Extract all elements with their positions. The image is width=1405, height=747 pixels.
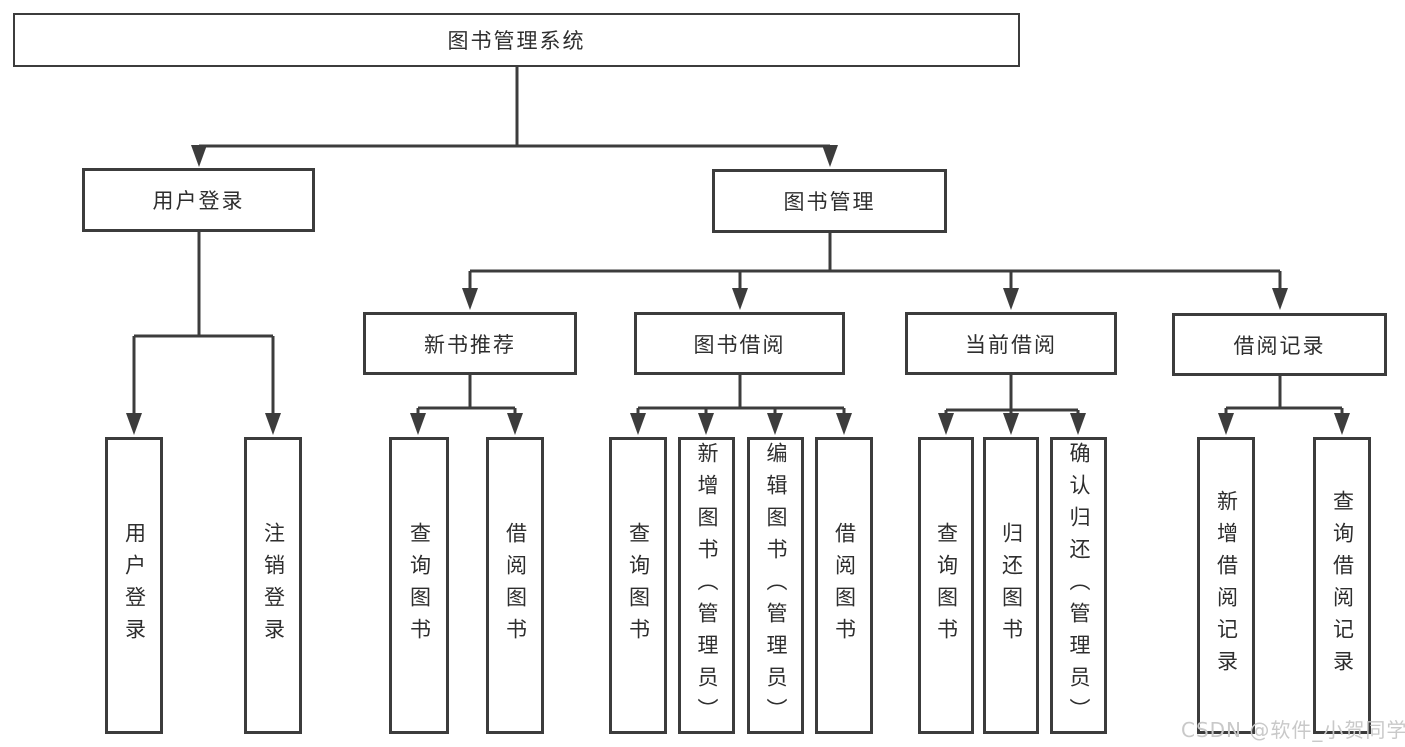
csdn-watermark: CSDN @软件_小贺同学	[1181, 718, 1405, 742]
arrowhead-bb-edit-books	[767, 413, 783, 435]
leaf-bb-add-books-admin: 新增图书（管理员）	[678, 437, 735, 734]
node-new-book-recommend: 新书推荐	[363, 312, 577, 375]
leaf-bb-query-books: 查询图书	[609, 437, 667, 734]
node-user-login: 用户登录	[82, 168, 315, 232]
leaf-logout: 注销登录	[244, 437, 302, 734]
connector-user-login-to-leaves	[132, 232, 275, 420]
arrowhead-book-borrow	[732, 288, 748, 310]
node-book-borrow: 图书借阅	[634, 312, 845, 375]
arrowhead-new-book-recommend	[462, 288, 478, 310]
connector-borrow-record-to-leaves	[1224, 376, 1344, 420]
connector-root-to-level1	[199, 66, 830, 148]
leaf-cb-confirm-return-admin: 确认归还（管理员）	[1050, 437, 1107, 734]
leaf-user-login: 用户登录	[105, 437, 163, 734]
leaf-nbr-borrow-books: 借阅图书	[486, 437, 544, 734]
node-library-management-system: 图书管理系统	[13, 13, 1020, 67]
leaf-br-query-record: 查询借阅记录	[1313, 437, 1371, 734]
arrowhead-br-add-record	[1218, 413, 1234, 435]
arrowhead-bb-query-books	[630, 413, 646, 435]
leaf-br-add-record: 新增借阅记录	[1197, 437, 1255, 734]
node-borrow-record: 借阅记录	[1172, 313, 1387, 376]
arrowhead-current-borrow	[1003, 288, 1019, 310]
arrowhead-bb-borrow-books	[836, 413, 852, 435]
arrowhead-book-management	[822, 145, 838, 167]
arrowhead-cb-return-books	[1003, 413, 1019, 435]
arrowhead-cb-query-books	[938, 413, 954, 435]
node-book-management: 图书管理	[712, 169, 947, 233]
arrowhead-leaf-user-login	[126, 413, 142, 435]
connector-book-borrow-to-leaves	[636, 375, 846, 420]
arrowhead-nbr-borrow-books	[507, 413, 523, 435]
leaf-cb-return-books: 归还图书	[983, 437, 1039, 734]
leaf-bb-edit-books-admin: 编辑图书（管理员）	[747, 437, 804, 734]
connector-new-book-recommend-to-leaves	[416, 375, 517, 420]
leaf-cb-query-books: 查询图书	[918, 437, 974, 734]
leaf-nbr-query-books: 查询图书	[389, 437, 449, 734]
arrowhead-user-login	[191, 145, 207, 167]
leaf-bb-borrow-books: 借阅图书	[815, 437, 873, 734]
arrowhead-cb-confirm-return	[1070, 413, 1086, 435]
connector-book-management-to-level2	[468, 233, 1282, 292]
arrowhead-bb-add-books	[698, 413, 714, 435]
node-current-borrow: 当前借阅	[905, 312, 1117, 375]
arrowhead-br-query-record	[1334, 413, 1350, 435]
arrowhead-leaf-logout	[265, 413, 281, 435]
arrowhead-borrow-record	[1272, 288, 1288, 310]
arrowhead-nbr-query-books	[410, 413, 426, 435]
